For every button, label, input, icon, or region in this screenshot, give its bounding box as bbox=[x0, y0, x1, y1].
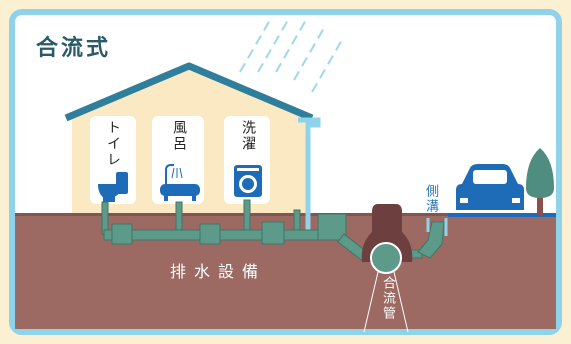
combined-pipe-circle bbox=[370, 242, 402, 274]
side-ditch-label: 側溝 bbox=[423, 184, 438, 214]
washing-machine-icon bbox=[234, 165, 262, 197]
gutter-downpipe bbox=[298, 117, 321, 232]
diagram-title: 合流式 bbox=[36, 36, 112, 61]
room-label-toilet: トイレ bbox=[105, 120, 121, 168]
room-label-laundry: 洗濯 bbox=[240, 120, 256, 152]
combined-pipe-label: 合流管 bbox=[380, 276, 395, 321]
roof bbox=[64, 62, 314, 122]
tree-icon bbox=[526, 148, 554, 215]
rain bbox=[239, 19, 343, 93]
room-label-bath: 風呂 bbox=[171, 120, 187, 152]
drainage-label: 排水設備 bbox=[170, 262, 267, 281]
bathtub-icon bbox=[160, 164, 200, 201]
car-icon bbox=[456, 164, 524, 210]
toilet-icon bbox=[98, 172, 128, 202]
